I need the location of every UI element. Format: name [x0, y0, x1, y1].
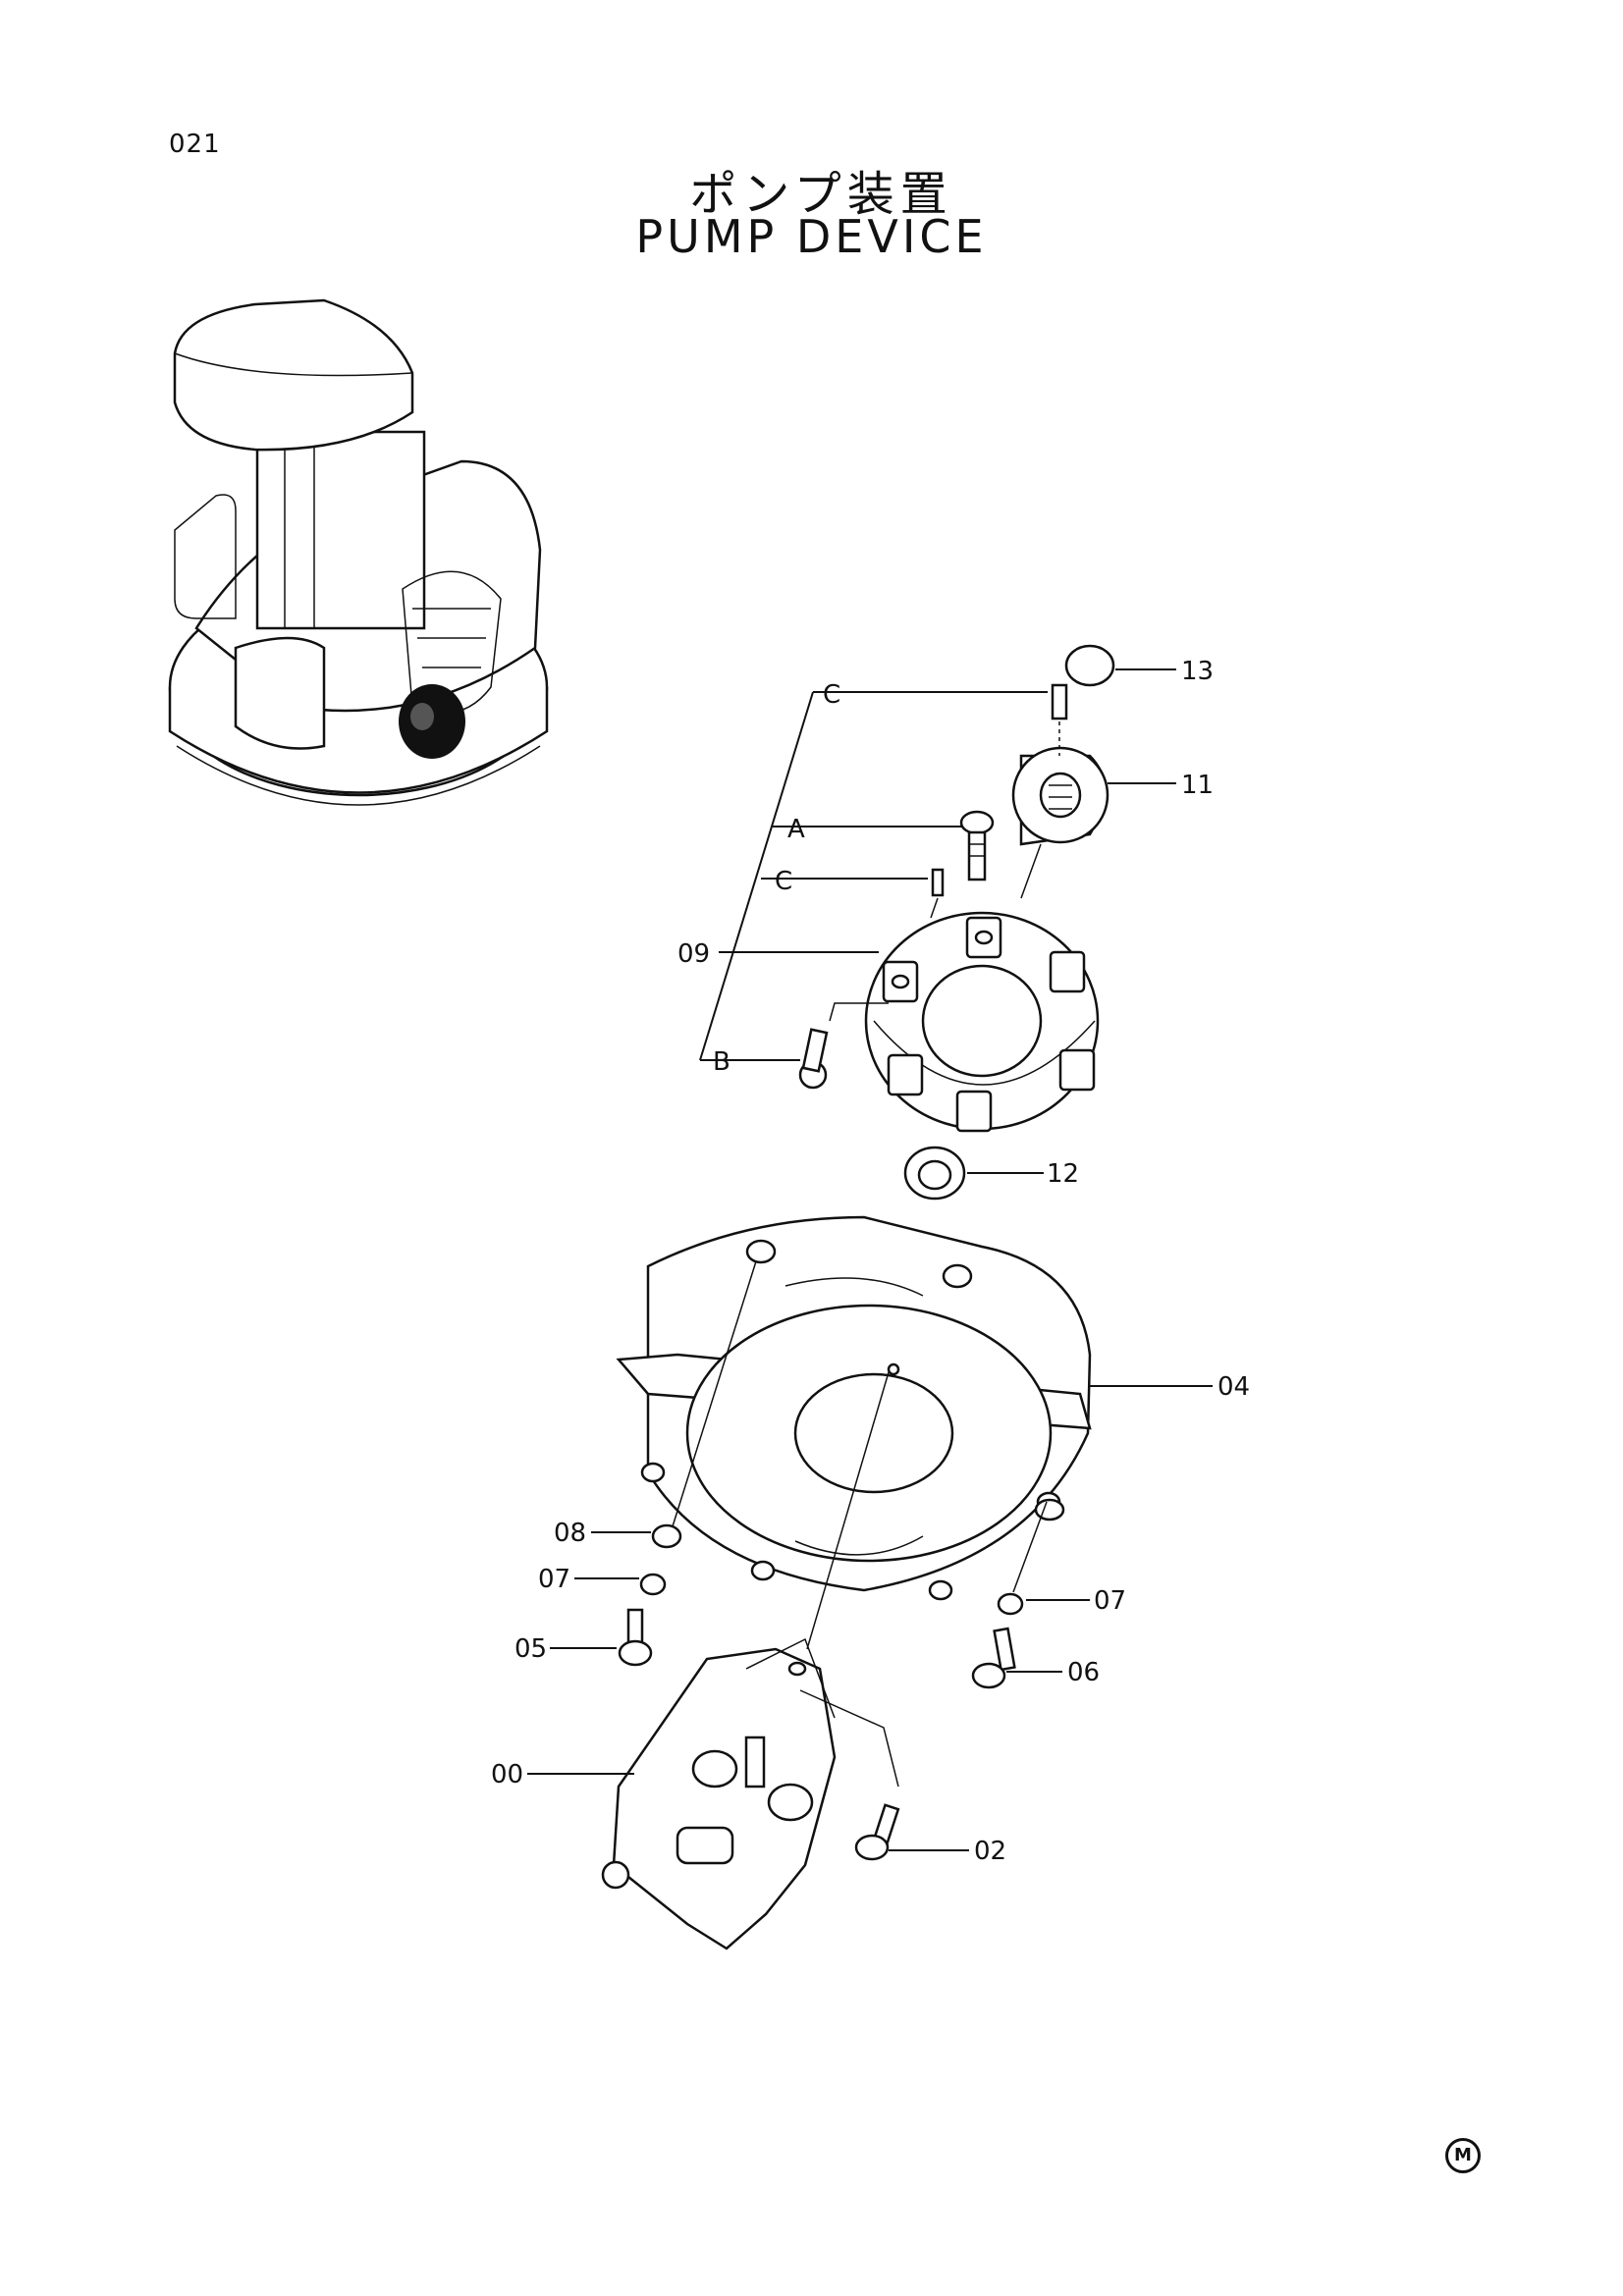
callout-09: 09: [677, 939, 710, 969]
washer-08: [651, 1523, 682, 1549]
callout-02: 02: [974, 1837, 1006, 1866]
bushing-12: [903, 1146, 966, 1201]
bolt-05: [618, 1608, 653, 1667]
kit-label-b: B: [713, 1047, 730, 1077]
lock-washer-07-left: [639, 1573, 667, 1596]
bolt-kit-b: [798, 1028, 829, 1090]
cap-13: [1064, 644, 1115, 687]
callout-07-right: 07: [1094, 1586, 1126, 1616]
callout-08: 08: [554, 1519, 586, 1548]
page-title-english: PUMP DEVICE: [635, 210, 988, 263]
machine-locator-illustration: [168, 298, 549, 806]
kit-label-c-mid: C: [775, 867, 792, 896]
callout-04: 04: [1217, 1372, 1250, 1402]
page-number: 021: [169, 130, 221, 159]
callout-13: 13: [1181, 657, 1214, 686]
callout-06: 06: [1067, 1658, 1100, 1687]
flexible-coupling-09: [864, 911, 1100, 1133]
callout-05: 05: [514, 1634, 547, 1664]
bolt-06: [971, 1627, 1016, 1689]
page-title-japanese: ポンプ装置: [689, 167, 953, 222]
pump-assembly-00: [601, 1637, 837, 1950]
pin-kit-c-lower: [931, 868, 945, 897]
corner-mark: M: [1445, 2138, 1481, 2173]
callout-00: 00: [491, 1760, 523, 1789]
lock-washer-07-right: [997, 1592, 1024, 1616]
bolt-02: [854, 1803, 900, 1861]
pin-kit-c: [1051, 683, 1068, 721]
coupling-hub-11: [1011, 746, 1109, 846]
kit-label-c-top: C: [823, 680, 840, 710]
bolt-kit-a: [959, 810, 995, 881]
kit-label-a: A: [787, 815, 805, 844]
callout-11: 11: [1181, 771, 1214, 800]
callout-12: 12: [1047, 1159, 1079, 1189]
callout-07-left: 07: [538, 1565, 570, 1594]
flywheel-housing-04: [616, 1215, 1092, 1601]
